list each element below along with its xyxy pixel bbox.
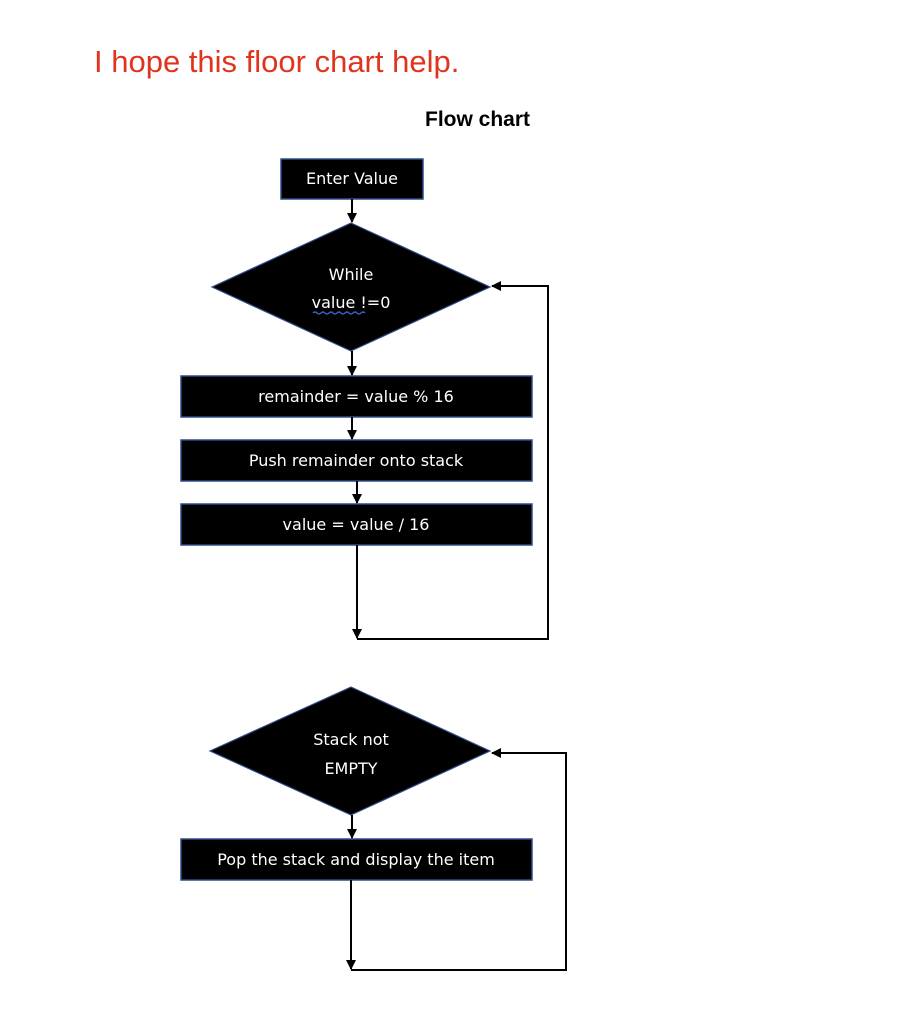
loop2-return-connector (351, 748, 567, 971)
push-node: Push remainder onto stack (180, 439, 533, 482)
diagram-title: Flow chart (425, 108, 531, 131)
while-condition-line2: value !=0 (312, 293, 391, 312)
stack-condition-line1: Stack not (313, 730, 389, 749)
while-condition-line1: While (329, 265, 374, 284)
intro-text: I hope this floor chart help. (94, 44, 460, 79)
spellcheck-underline (312, 311, 366, 315)
stack-condition-line2: EMPTY (324, 759, 377, 778)
pop-label: Pop the stack and display the item (217, 850, 495, 869)
loop1-return-connector (357, 281, 549, 640)
divide-label: value = value / 16 (283, 515, 430, 534)
while-condition-node: While value !=0 (210, 222, 492, 352)
remainder-label: remainder = value % 16 (258, 387, 454, 406)
divide-node: value = value / 16 (180, 503, 533, 546)
enter-value-label: Enter Value (306, 169, 398, 188)
pop-node: Pop the stack and display the item (180, 838, 533, 881)
stack-condition-node: Stack not EMPTY (208, 686, 492, 816)
enter-value-node: Enter Value (280, 158, 424, 200)
remainder-node: remainder = value % 16 (180, 375, 533, 418)
push-label: Push remainder onto stack (249, 451, 464, 470)
